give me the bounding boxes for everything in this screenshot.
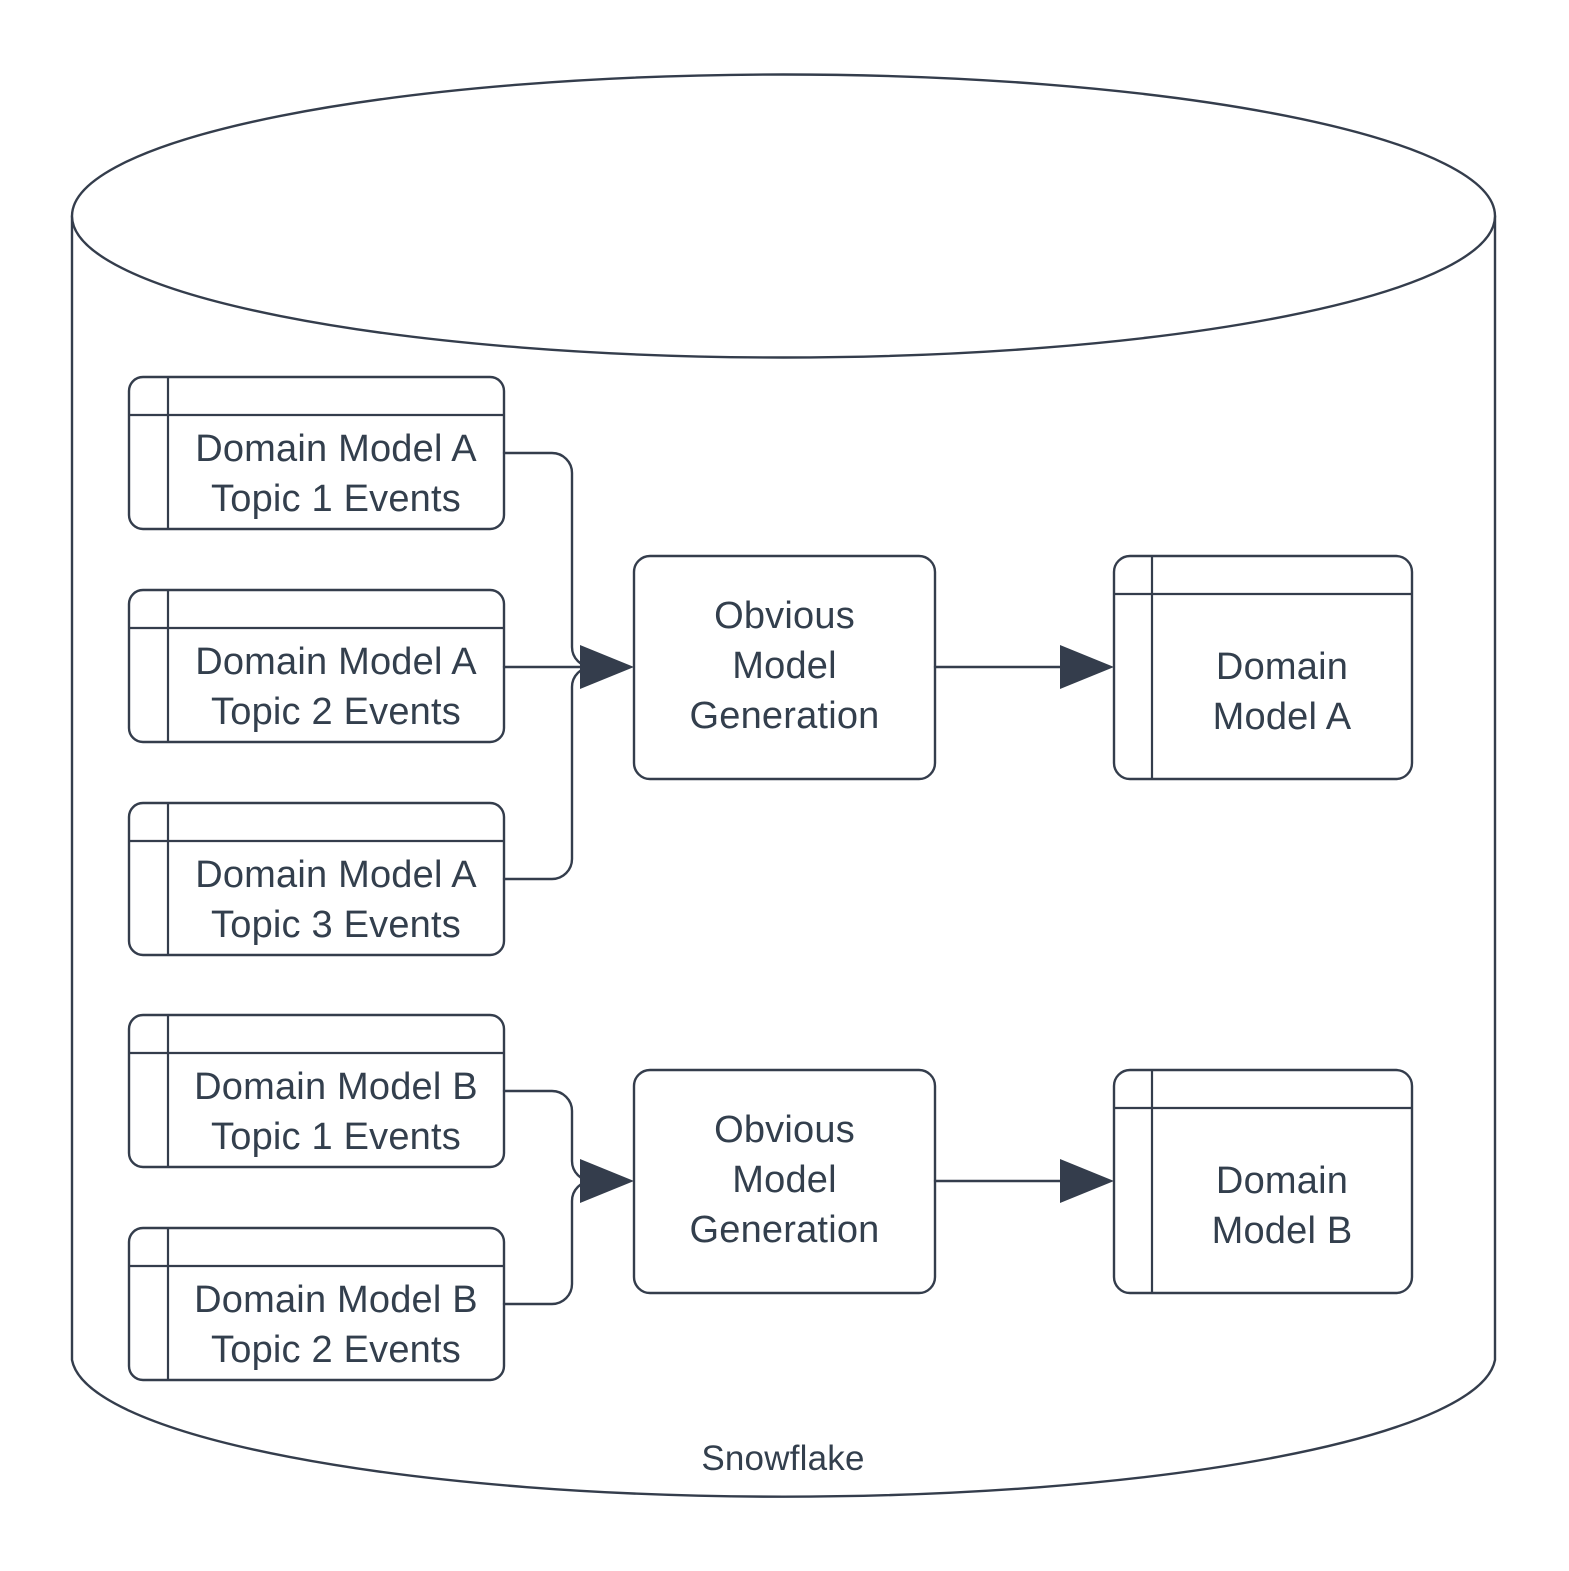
snowflake-cylinder (70, 73, 1497, 1498)
source-node-a-topic-3[interactable] (127, 801, 506, 957)
connector-process-a-to-output-a (933, 645, 1114, 689)
arrowhead-into-process-b (580, 1159, 634, 1203)
process-node-a[interactable] (632, 554, 937, 781)
source-node-b-topic-2[interactable] (127, 1226, 506, 1382)
source-node-b-topic-1[interactable] (127, 1013, 506, 1169)
connector-process-b-to-output-b (933, 1159, 1114, 1203)
source-node-a-topic-2[interactable] (127, 588, 506, 744)
process-node-b[interactable] (632, 1068, 937, 1295)
connector-b-topic-2-to-process (502, 1179, 594, 1306)
connector-a-topic-1-to-process (502, 451, 594, 669)
output-node-b[interactable] (1112, 1068, 1414, 1295)
output-node-a[interactable] (1112, 554, 1414, 781)
arrowhead-into-process-a (580, 645, 634, 689)
connector-b-topic-1-to-process (502, 1089, 594, 1183)
source-node-a-topic-1[interactable] (127, 375, 506, 531)
connector-a-topic-3-to-process (502, 665, 594, 881)
